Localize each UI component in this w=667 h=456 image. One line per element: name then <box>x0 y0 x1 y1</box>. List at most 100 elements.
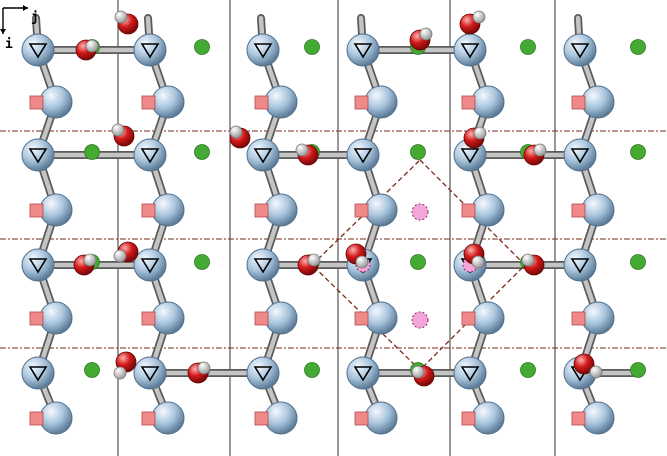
blue-atom-square <box>364 85 398 119</box>
square-icon <box>354 311 369 326</box>
square-icon <box>29 411 44 426</box>
blue-atom-triangle <box>246 248 280 282</box>
square-icon <box>254 203 269 218</box>
blue-atom-triangle <box>21 356 55 390</box>
green-site-dot <box>84 362 100 378</box>
white-atom <box>473 126 487 140</box>
blue-atom-square <box>471 301 505 335</box>
blue-atom-triangle <box>21 33 55 67</box>
square-icon <box>29 203 44 218</box>
square-icon <box>254 411 269 426</box>
blue-atom-triangle <box>453 356 487 390</box>
blue-atom-square <box>39 85 73 119</box>
square-icon <box>141 411 156 426</box>
square-icon <box>461 95 476 110</box>
white-atom <box>307 253 321 267</box>
white-atom <box>471 255 485 269</box>
blue-atom-triangle <box>346 33 380 67</box>
green-site-dot <box>410 254 426 270</box>
axis-arrowhead-i-icon <box>0 29 6 34</box>
atom-layer <box>21 10 646 435</box>
square-icon <box>254 95 269 110</box>
blue-atom-square <box>471 85 505 119</box>
down-triangle-icon <box>253 43 273 59</box>
blue-atom-square <box>364 301 398 335</box>
white-atom <box>472 10 486 24</box>
blue-atom-triangle <box>563 33 597 67</box>
green-site-dot <box>304 362 320 378</box>
blue-atom-square <box>39 401 73 435</box>
white-atom <box>229 125 243 139</box>
square-icon <box>571 311 586 326</box>
blue-atom-triangle <box>346 138 380 172</box>
blue-atom-square <box>264 85 298 119</box>
green-site-dot <box>630 362 646 378</box>
blue-atom-triangle <box>133 33 167 67</box>
blue-atom-triangle <box>21 138 55 172</box>
blue-atom-square <box>581 301 615 335</box>
down-triangle-icon <box>253 366 273 382</box>
blue-atom-square <box>151 85 185 119</box>
green-site-dot <box>194 39 210 55</box>
down-triangle-icon <box>570 43 590 59</box>
blue-atom-square <box>39 301 73 335</box>
blue-atom-square <box>39 193 73 227</box>
white-atom <box>197 361 211 375</box>
square-icon <box>461 311 476 326</box>
square-icon <box>354 203 369 218</box>
green-site-dot <box>194 254 210 270</box>
dashed-circle-icon <box>411 311 429 329</box>
white-atom <box>114 10 128 24</box>
blue-atom-triangle <box>133 248 167 282</box>
white-atom <box>589 365 603 379</box>
red-atom <box>573 353 595 375</box>
down-triangle-icon <box>353 148 373 164</box>
square-icon <box>571 411 586 426</box>
square-icon <box>141 95 156 110</box>
blue-atom-square <box>151 193 185 227</box>
down-triangle-icon <box>253 148 273 164</box>
down-triangle-icon <box>140 148 160 164</box>
white-atom <box>419 27 433 41</box>
blue-atom-square <box>151 401 185 435</box>
down-triangle-icon <box>353 366 373 382</box>
down-triangle-icon <box>460 43 480 59</box>
green-site-dot <box>520 362 536 378</box>
blue-atom-square <box>581 193 615 227</box>
white-atom <box>355 255 369 269</box>
square-icon <box>141 311 156 326</box>
blue-atom-square <box>264 301 298 335</box>
blue-atom-triangle <box>246 33 280 67</box>
square-icon <box>141 203 156 218</box>
green-site-dot <box>630 39 646 55</box>
white-atom <box>295 143 309 157</box>
blue-atom-triangle <box>246 138 280 172</box>
blue-atom-triangle <box>133 356 167 390</box>
square-icon <box>29 95 44 110</box>
blue-atom-triangle <box>133 138 167 172</box>
square-icon <box>461 411 476 426</box>
down-triangle-icon <box>570 148 590 164</box>
down-triangle-icon <box>140 258 160 274</box>
green-site-dot <box>410 144 426 160</box>
white-atom <box>111 123 125 137</box>
blue-atom-triangle <box>563 248 597 282</box>
blue-atom-square <box>471 193 505 227</box>
down-triangle-icon <box>460 148 480 164</box>
down-triangle-icon <box>253 258 273 274</box>
white-atom <box>521 253 535 267</box>
green-site-dot <box>630 144 646 160</box>
blue-atom-square <box>151 301 185 335</box>
blue-atom-triangle <box>21 248 55 282</box>
white-atom <box>411 365 425 379</box>
down-triangle-icon <box>570 258 590 274</box>
blue-atom-triangle <box>563 138 597 172</box>
blue-atom-triangle <box>246 356 280 390</box>
blue-atom-square <box>264 401 298 435</box>
down-triangle-icon <box>28 258 48 274</box>
green-site-dot <box>304 39 320 55</box>
down-triangle-icon <box>28 43 48 59</box>
blue-atom-square <box>581 401 615 435</box>
